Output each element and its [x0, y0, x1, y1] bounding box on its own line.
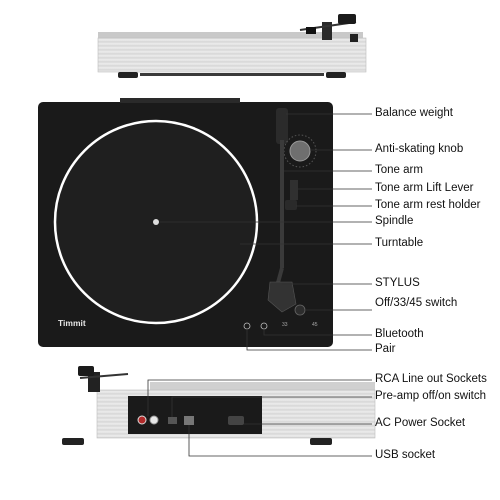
tonearm: [267, 108, 317, 313]
top-view: 33 45: [38, 98, 333, 347]
bottom-tonearm-assembly: [78, 366, 129, 392]
ac-power-inlet: [228, 416, 244, 425]
counterweight: [276, 108, 288, 144]
callout-stylus: STYLUS: [375, 277, 420, 289]
leader-preamp: [171, 396, 372, 417]
leader-lines: [147, 113, 372, 457]
top-plinth-body: [97, 37, 367, 73]
bottom-foot-right: [310, 438, 332, 445]
headshell: [267, 281, 297, 313]
rca-red: [137, 415, 147, 425]
leader-bluetooth: [263, 329, 372, 336]
side-view-top: [97, 14, 367, 78]
callout-tone-arm-lift-lever: Tone arm Lift Lever: [375, 182, 474, 194]
callout-rca-line-out: RCA Line out Sockets: [375, 373, 487, 385]
callout-balance-weight: Balance weight: [375, 107, 453, 119]
rest-holder: [285, 200, 297, 210]
dust-cover-hinge: [120, 98, 240, 103]
leader-rca: [147, 379, 372, 416]
leader-pair: [246, 329, 372, 351]
callout-usb-socket: USB socket: [375, 449, 436, 461]
top-tonearm-assembly: [299, 14, 358, 42]
usb-port: [184, 416, 194, 425]
callout-pair: Pair: [375, 343, 396, 355]
callout-tone-arm: Tone arm: [375, 164, 423, 176]
speed-switch-knob: [294, 304, 306, 316]
anti-skating-knob: [289, 140, 311, 162]
callout-tone-arm-rest-holder: Tone arm rest holder: [375, 199, 481, 211]
brand-logo: Timmit: [58, 318, 86, 328]
callout-spindle: Spindle: [375, 215, 414, 227]
top-base-shadow: [140, 73, 324, 76]
top-foot-right: [326, 72, 346, 78]
spindle-post: [153, 219, 159, 225]
leader-usb: [188, 425, 372, 457]
lift-lever: [290, 180, 298, 200]
speed-mark-45: 45: [312, 322, 318, 328]
callout-ac-power-socket: AC Power Socket: [375, 417, 466, 429]
callout-pre-amp-switch: Pre-amp off/on switch: [375, 390, 487, 402]
callout-anti-skating-knob: Anti-skating knob: [375, 143, 464, 155]
top-platter-edge: [98, 32, 363, 39]
callout-speed-switch: Off/33/45 switch: [375, 297, 458, 309]
speed-mark-33: 33: [282, 322, 288, 328]
bottom-foot-left: [62, 438, 84, 445]
rca-white: [149, 415, 159, 425]
side-view-bottom: [62, 366, 376, 445]
bottom-platter-edge: [150, 382, 375, 390]
callout-bluetooth: Bluetooth: [375, 328, 424, 340]
rear-panel: [128, 396, 262, 434]
top-foot-left: [118, 72, 138, 78]
callout-turntable: Turntable: [375, 237, 424, 249]
preamp-switch: [168, 417, 177, 424]
